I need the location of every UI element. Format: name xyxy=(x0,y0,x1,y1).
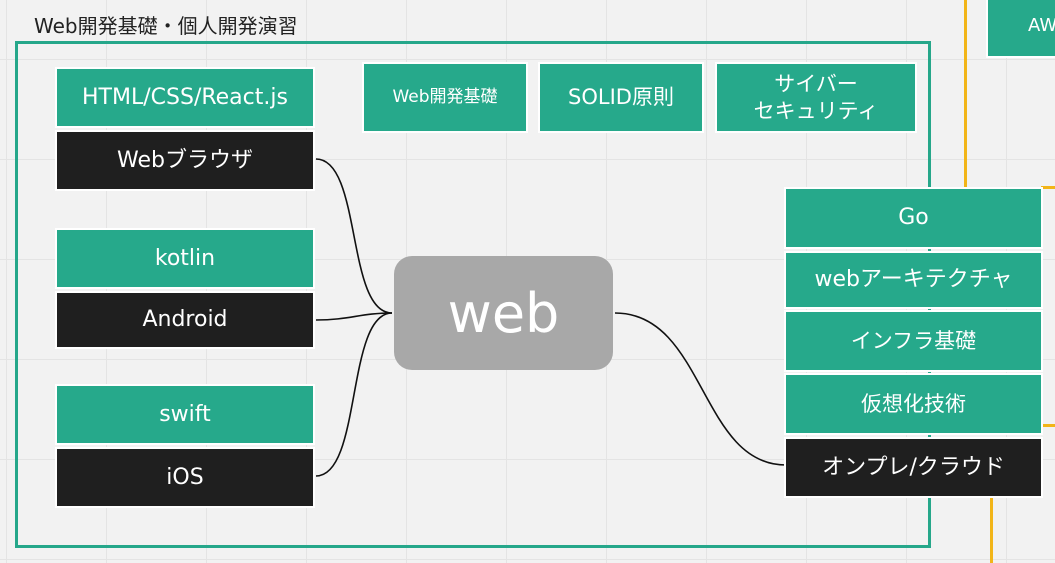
cyber-security-node[interactable]: サイバー セキュリティ xyxy=(715,62,917,133)
web-architecture-label: webアーキテクチャ xyxy=(814,267,1013,293)
go-node[interactable]: Go xyxy=(784,187,1043,249)
html-css-react-label: HTML/CSS/React.js xyxy=(82,84,288,110)
corner-tag-node[interactable]: AW xyxy=(986,0,1055,58)
onprem-cloud-label: オンプレ/クラウド xyxy=(822,454,1005,480)
swift-label: swift xyxy=(159,401,211,427)
web-basics-node[interactable]: Web開発基礎 xyxy=(362,62,528,133)
go-label: Go xyxy=(898,205,929,231)
android-node[interactable]: Android xyxy=(55,291,315,349)
html-css-react-node[interactable]: HTML/CSS/React.js xyxy=(55,67,315,128)
connector-webbrowser-web xyxy=(315,158,393,314)
corner-tag-label: AW xyxy=(1028,14,1055,36)
orange-connector-vertical-bottom xyxy=(990,496,993,563)
ios-node[interactable]: iOS xyxy=(55,447,315,508)
swift-node[interactable]: swift xyxy=(55,384,315,445)
kotlin-label: kotlin xyxy=(154,245,216,271)
web-basics-label: Web開発基礎 xyxy=(392,86,498,107)
kotlin-node[interactable]: kotlin xyxy=(55,228,315,289)
android-label: Android xyxy=(142,307,228,333)
web-center-label: web xyxy=(447,281,560,345)
ios-label: iOS xyxy=(166,464,204,490)
web-architecture-node[interactable]: webアーキテクチャ xyxy=(784,251,1043,309)
cyber-security-label: サイバー セキュリティ xyxy=(753,72,879,123)
web-center-node[interactable]: web xyxy=(394,256,613,370)
infra-basics-label: インフラ基礎 xyxy=(850,328,977,353)
web-browser-node[interactable]: Webブラウザ xyxy=(55,130,315,191)
infra-basics-node[interactable]: インフラ基礎 xyxy=(784,310,1043,372)
solid-principles-label: SOLID原則 xyxy=(568,85,674,110)
orange-connector-stub-bottom xyxy=(1041,424,1055,427)
solid-principles-node[interactable]: SOLID原則 xyxy=(538,62,704,133)
orange-connector-stub-top xyxy=(1041,186,1055,189)
virtualization-node[interactable]: 仮想化技術 xyxy=(784,373,1043,435)
virtualization-label: 仮想化技術 xyxy=(861,391,966,416)
orange-connector-vertical-top xyxy=(964,0,967,188)
frame-title: Web開発基礎・個人開発演習 xyxy=(34,14,298,38)
connector-ios-web xyxy=(315,312,393,477)
connector-web-onpremcloud xyxy=(614,312,787,466)
web-browser-label: Webブラウザ xyxy=(117,147,253,173)
onprem-cloud-node[interactable]: オンプレ/クラウド xyxy=(784,437,1043,498)
connector-android-web xyxy=(315,312,393,321)
